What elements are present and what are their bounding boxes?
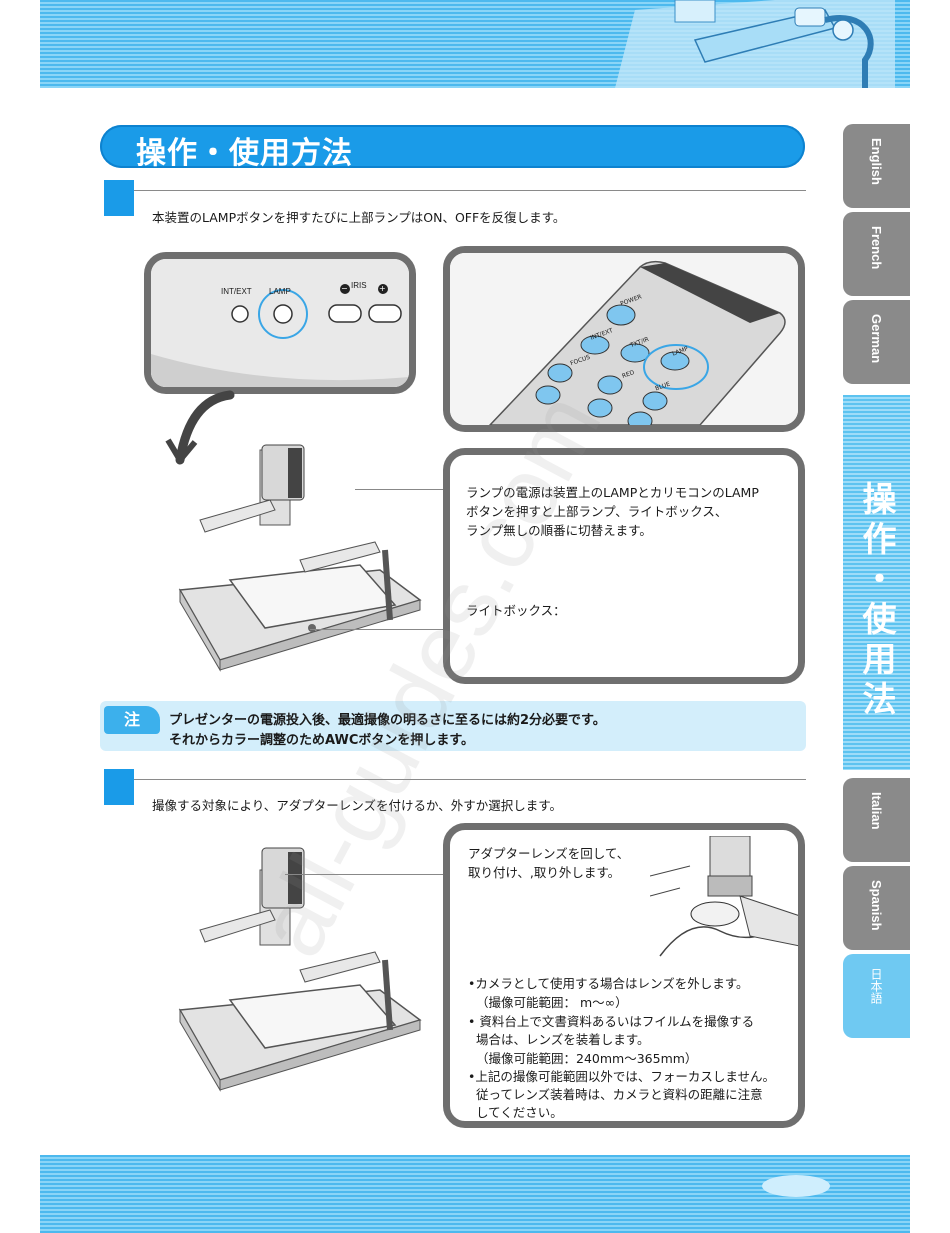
lens-line1: アダプターレンズを回して、 <box>468 846 630 861</box>
lens-bullet-7: 従ってレンズ装着時は、カメラと資料の距離に注意 <box>476 1087 763 1102</box>
tab-japanese-label: 日本語 <box>869 968 883 1004</box>
note-box <box>100 701 806 751</box>
callout-line-lamp <box>355 489 443 490</box>
remote-control-illustration <box>450 253 798 425</box>
lens-bullet-8: してください。 <box>476 1105 563 1120</box>
lens-info-panel: アダプターレンズを回して、 取り付け、,取り外します。 •カメラとして使用する場… <box>443 823 805 1128</box>
lightbox-label: ライトボックス： <box>466 603 566 618</box>
tab-italian[interactable]: Italian <box>843 778 910 862</box>
tab-german[interactable]: German <box>843 300 910 384</box>
lens-bullet-3: • 資料台上で文書資料あるいはフイルムを撮像する <box>468 1014 755 1029</box>
page-title: 操作・使用方法 <box>100 125 805 171</box>
tab-french[interactable]: French <box>843 212 910 296</box>
tab-italian-label: Italian <box>869 792 884 830</box>
page-number-oval <box>762 1175 830 1197</box>
presenter-device-illustration-2 <box>178 847 422 1092</box>
tab-spanish[interactable]: Spanish <box>843 866 910 950</box>
section-divider-2 <box>134 779 806 780</box>
tab-japanese[interactable]: 日本語 <box>843 954 910 1038</box>
lamp-info-line1: ランプの電源は装置上のLAMPとカリモコンのLAMP <box>466 485 759 500</box>
lens-line2: 取り付け、,取り外します。 <box>468 865 621 880</box>
lens-attach-illustration <box>650 836 798 957</box>
lamp-info-line3: ランプ無しの順番に切替えます。 <box>466 523 652 538</box>
footer-band <box>40 1155 910 1233</box>
iris-plus-label: + <box>379 284 386 293</box>
lamp-label: LAMP <box>269 287 291 296</box>
tab-operation-label: 操作・使用法 <box>857 481 895 721</box>
lens-bullet-4: 場合は、レンズを装着します。 <box>476 1032 650 1047</box>
control-panel-closeup: INT/EXT LAMP IRIS − + <box>144 252 416 394</box>
note-badge: 注 <box>104 706 160 734</box>
lamp-info-line2: ボタンを押すと上部ランプ、ライトボックス、 <box>466 504 728 519</box>
tab-english[interactable]: English <box>843 124 910 208</box>
tab-operation-active[interactable]: 操作・使用法 <box>843 395 910 770</box>
section2-intro: 撮像する対象により、アダプターレンズを付けるか、外すか選択します。 <box>152 798 563 813</box>
tab-french-label: French <box>869 226 884 270</box>
lamp-info-panel: ランプの電源は装置上のLAMPとカリモコンのLAMP ボタンを押すと上部ランプ、… <box>443 448 805 684</box>
section-marker-1 <box>104 180 134 216</box>
lens-bullet-2: （撮像可能範囲： m～∞） <box>476 995 628 1010</box>
iris-label: IRIS <box>351 281 367 290</box>
page-title-text: 操作・使用方法 <box>136 136 353 171</box>
control-panel-illustration <box>151 259 409 387</box>
iris-minus-label: − <box>341 284 348 293</box>
tab-english-label: English <box>869 138 884 185</box>
int-ext-label: INT/EXT <box>221 287 252 296</box>
section1-intro: 本装置のLAMPボタンを押すたびに上部ランプはON、OFFを反復します。 <box>152 210 566 225</box>
lens-bullet-1: •カメラとして使用する場合はレンズを外します。 <box>468 976 749 991</box>
callout-line-lens <box>285 874 443 875</box>
section-marker-2 <box>104 769 134 805</box>
remote-closeup: POWER INT/EXT TXT/IR LAMP FOCUS RED BLUE <box>443 246 805 432</box>
tab-german-label: German <box>869 314 884 364</box>
callout-line-lightbox <box>310 629 443 630</box>
tab-spanish-label: Spanish <box>869 880 884 931</box>
note-line2: それからカラー調整のためAWCボタンを押します。 <box>169 733 475 748</box>
header-device-illustration <box>615 0 895 88</box>
lens-bullet-6: •上記の撮像可能範囲以外では、フォーカスしません。 <box>468 1069 775 1084</box>
section-divider-1 <box>134 190 806 191</box>
lens-bullet-5: （撮像可能範囲：240mm～365mm） <box>476 1051 698 1066</box>
note-line1: プレゼンターの電源投入後、最適撮像の明るさに至るには約2分必要です。 <box>169 713 606 728</box>
presenter-device-illustration-1 <box>165 390 422 672</box>
